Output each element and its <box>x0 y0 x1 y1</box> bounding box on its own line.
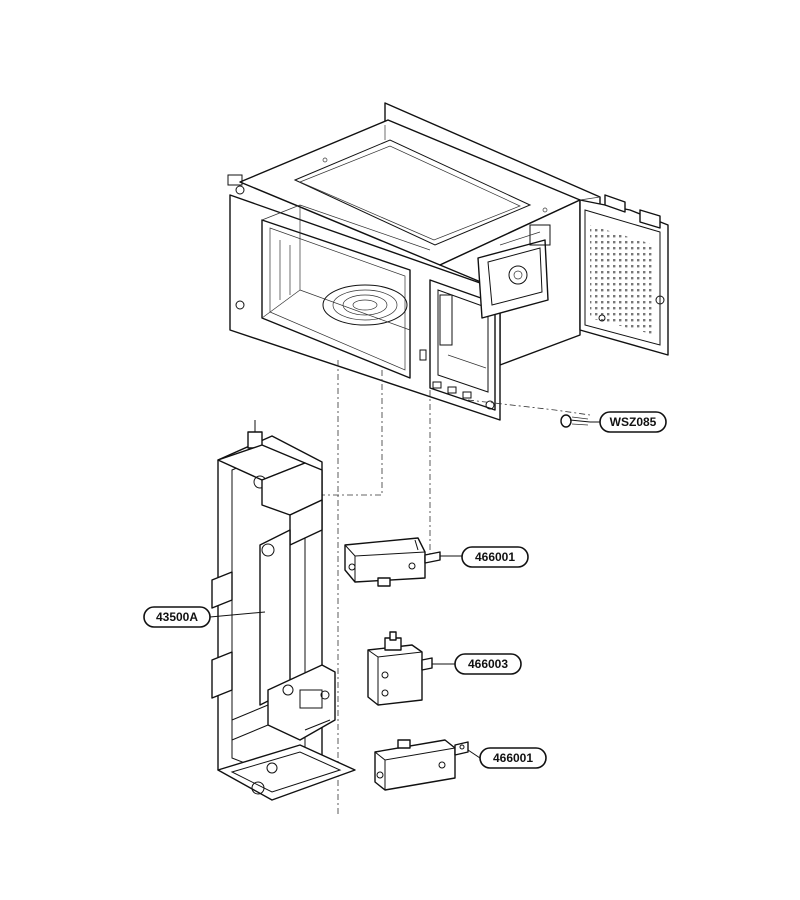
callout-466003: 466003 <box>454 653 522 675</box>
callout-label: 466003 <box>468 657 508 671</box>
callout-43500a: 43500A <box>143 606 211 628</box>
callout-label: WSZ085 <box>610 415 657 429</box>
microwave-cavity-assembly <box>227 102 669 421</box>
screw-part <box>560 414 591 428</box>
callout-466001-bottom: 466001 <box>479 747 547 769</box>
latch-board-part <box>211 420 356 801</box>
leader-lines <box>209 421 600 759</box>
callout-label: 43500A <box>156 610 198 624</box>
callout-label: 466001 <box>475 550 515 564</box>
switch-part-middle <box>367 631 433 706</box>
callout-label: 466001 <box>493 751 533 765</box>
switch-part-bottom <box>374 739 469 791</box>
callout-wsz085: WSZ085 <box>599 411 667 433</box>
switch-part-top <box>344 537 441 587</box>
callout-466001-top: 466001 <box>461 546 529 568</box>
